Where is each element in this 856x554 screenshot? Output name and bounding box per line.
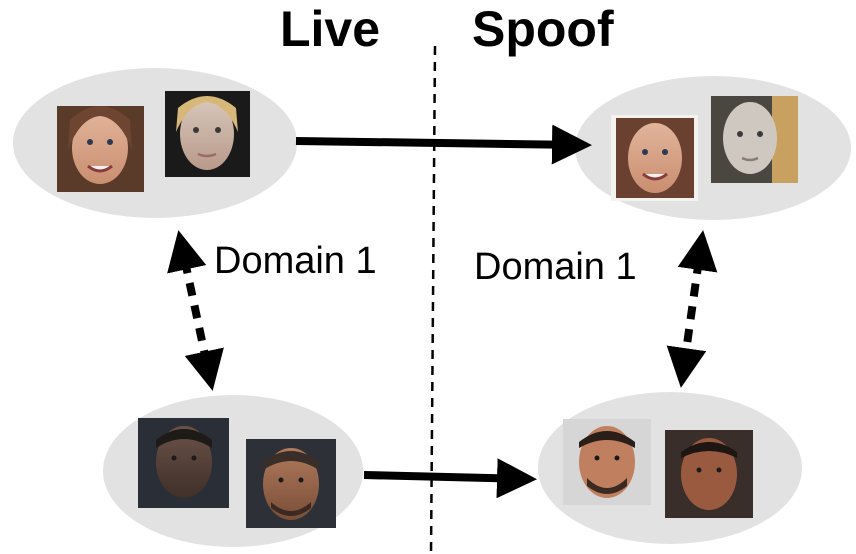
top-live-face-1 <box>57 106 144 192</box>
domain-label-right: Domain 1 <box>474 246 637 288</box>
top-live-to-spoof-arrow <box>295 124 592 165</box>
bottom-live-to-spoof-arrow <box>363 458 537 499</box>
live-heading: Live <box>280 1 381 57</box>
bottom-live-face-1 <box>138 418 229 508</box>
bottom-spoof-face-2 <box>665 430 753 518</box>
domain-label-left: Domain 1 <box>214 240 377 282</box>
top-live-face-2 <box>165 91 250 177</box>
bottom-live-face-2 <box>246 439 336 528</box>
spoof-heading: Spoof <box>472 1 614 57</box>
live-domain-dashed-arrow <box>167 230 224 391</box>
top-spoof-face-1 <box>611 115 698 201</box>
bottom-spoof-face-1 <box>563 419 651 505</box>
cluster-top-live <box>13 68 297 218</box>
spoof-domain-dashed-arrow <box>666 230 718 388</box>
top-spoof-face-2 <box>711 96 798 183</box>
live-spoof-divider <box>429 45 437 554</box>
